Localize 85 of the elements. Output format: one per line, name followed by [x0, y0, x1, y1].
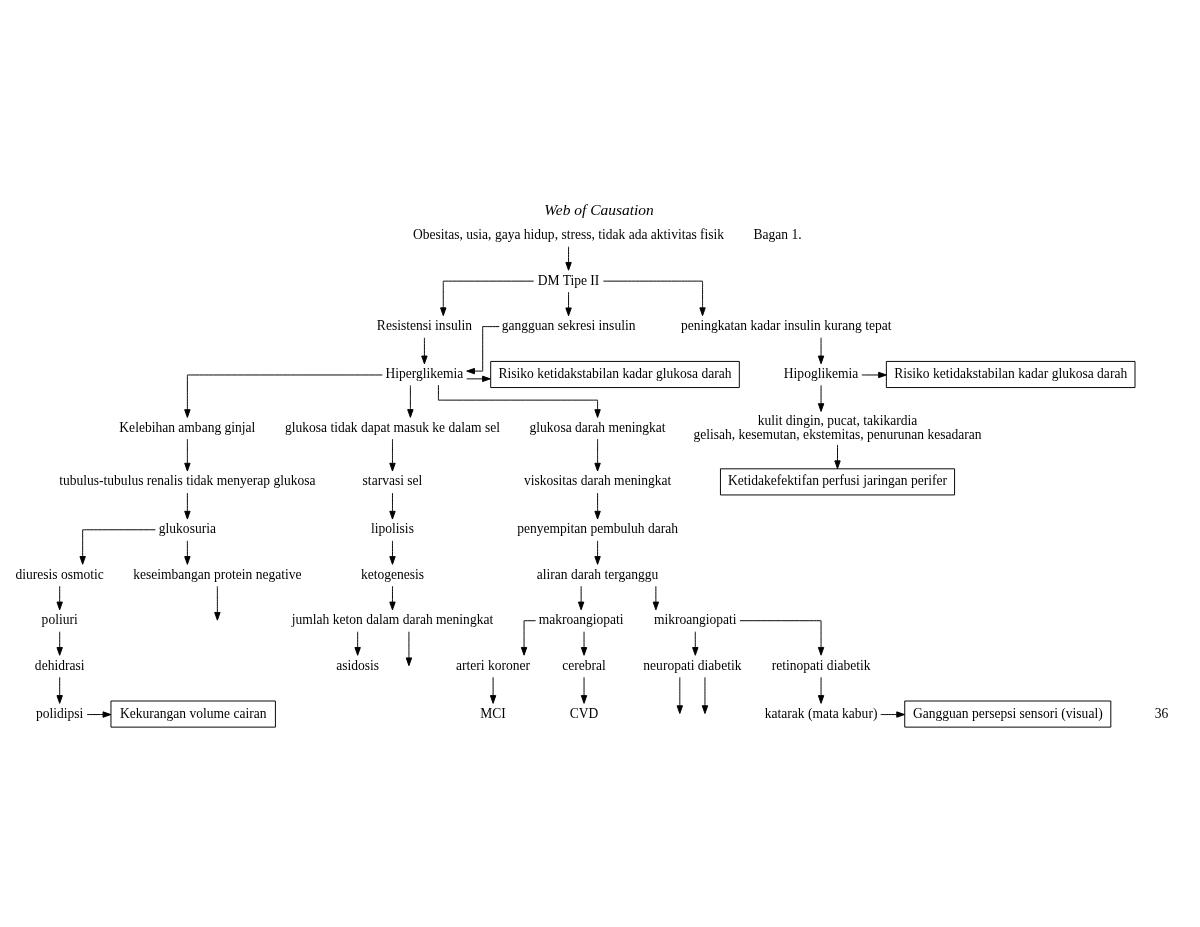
- node-box: Risiko ketidakstabilan kadar glukosa darah: [490, 360, 740, 389]
- arrow: [817, 384, 825, 412]
- arrow: [466, 375, 491, 383]
- arrow: [676, 676, 683, 714]
- arrow: [184, 374, 383, 418]
- arrow: [701, 676, 709, 714]
- node-text: Resistensi insulin: [376, 318, 472, 334]
- arrow: [56, 585, 63, 611]
- node-box: Gangguan persepsi sensori (visual): [904, 700, 1112, 728]
- arrow: [421, 337, 428, 365]
- node-box: Ketidakefektifan perfusi jaringan perifer: [719, 468, 956, 496]
- label: 36: [1154, 705, 1169, 721]
- node-text: glukosa darah meningkat: [529, 419, 666, 435]
- arrow: [86, 711, 112, 718]
- arrow: [389, 540, 396, 565]
- arrow: [594, 540, 601, 565]
- arrow: [440, 280, 535, 317]
- node-text: peningkatan kadar insulin kurang tepat: [681, 318, 892, 334]
- node-text: gangguan sekresi insulin: [501, 318, 636, 334]
- node-text: Obesitas, usia, gaya hidup, stress, tidak ada aktivitas fisik: [412, 227, 725, 243]
- arrow: [594, 438, 601, 472]
- node-text: poliuri: [41, 612, 78, 628]
- node-text: DM Tipe II: [537, 272, 600, 288]
- node-text: Kelebihan ambang ginjal: [119, 419, 256, 435]
- node-text: arteri koroner: [456, 657, 531, 673]
- arrow: [466, 326, 500, 375]
- arrow: [389, 585, 396, 611]
- node-text: ketogenesis: [360, 566, 425, 582]
- node-text: mikroangiopati: [653, 612, 737, 628]
- node-text: asidosis: [336, 657, 380, 673]
- arrow: [407, 384, 414, 418]
- arrow: [692, 631, 699, 656]
- node-text: tubulus-tubulus renalis tidak menyerap glukosa: [59, 473, 316, 489]
- arrow: [489, 676, 497, 704]
- node-box: Kekurangan volume cairan: [110, 700, 276, 728]
- arrow: [602, 280, 706, 317]
- node-text: aliran darah terganggu: [536, 566, 659, 582]
- diagram-title: Web of Causation: [544, 201, 654, 219]
- node-box: Risiko ketidakstabilan kadar glukosa darah: [885, 360, 1136, 389]
- node-text: retinopati diabetik: [771, 657, 871, 673]
- node-text: CVD: [569, 705, 599, 721]
- arrow: [817, 676, 825, 704]
- label: Bagan 1.: [753, 227, 802, 243]
- node-text: katarak (mata kabur): [764, 705, 878, 721]
- arrow: [389, 438, 396, 472]
- arrow: [880, 711, 905, 718]
- node-text: MCI: [480, 705, 506, 721]
- node-text: viskositas darah meningkat: [523, 473, 672, 489]
- node-text: glukosuria: [158, 521, 216, 537]
- node-text: glukosa tidak dapat masuk ke dalam sel: [285, 419, 500, 435]
- arrow: [565, 291, 572, 317]
- node-text: Hipoglikemia: [783, 366, 859, 382]
- node-text: polidipsi: [35, 705, 84, 721]
- arrow: [354, 631, 361, 656]
- arrow: [184, 540, 191, 565]
- node-text: Hiperglikemia: [385, 366, 464, 382]
- arrow: [565, 246, 572, 271]
- arrow: [184, 492, 191, 520]
- arrow: [580, 676, 588, 704]
- arrow: [861, 371, 887, 379]
- arrow: [214, 585, 221, 621]
- arrow: [389, 492, 396, 520]
- arrow: [834, 444, 841, 470]
- arrow: [577, 585, 585, 611]
- arrow: [580, 631, 588, 656]
- node-text: dehidrasi: [34, 657, 85, 673]
- node-text: penyempitan pembuluh darah: [517, 521, 678, 537]
- node-text: jumlah keton dalam darah meningkat: [291, 612, 494, 628]
- arrow: [739, 620, 825, 656]
- arrow: [79, 529, 156, 565]
- node-text: lipolisis: [371, 521, 414, 537]
- node-text: keseimbangan protein negative: [133, 566, 302, 582]
- node-text: cerebral: [562, 657, 606, 673]
- arrow: [184, 438, 191, 472]
- node-text: kulit dingin, pucat, takikardia gelisah, kesemutan, ekstemitas, penurunan kesadaran: [693, 412, 982, 443]
- arrow: [817, 337, 825, 365]
- arrow: [594, 492, 601, 520]
- node-text: makroangiopati: [538, 612, 624, 628]
- arrow: [56, 676, 63, 704]
- node-text: diuresis osmotic: [15, 566, 104, 582]
- node-text: starvasi sel: [362, 473, 423, 489]
- arrow: [652, 585, 660, 611]
- arrow: [56, 631, 63, 656]
- arrow: [405, 631, 413, 667]
- node-text: neuropati diabetik: [643, 657, 742, 673]
